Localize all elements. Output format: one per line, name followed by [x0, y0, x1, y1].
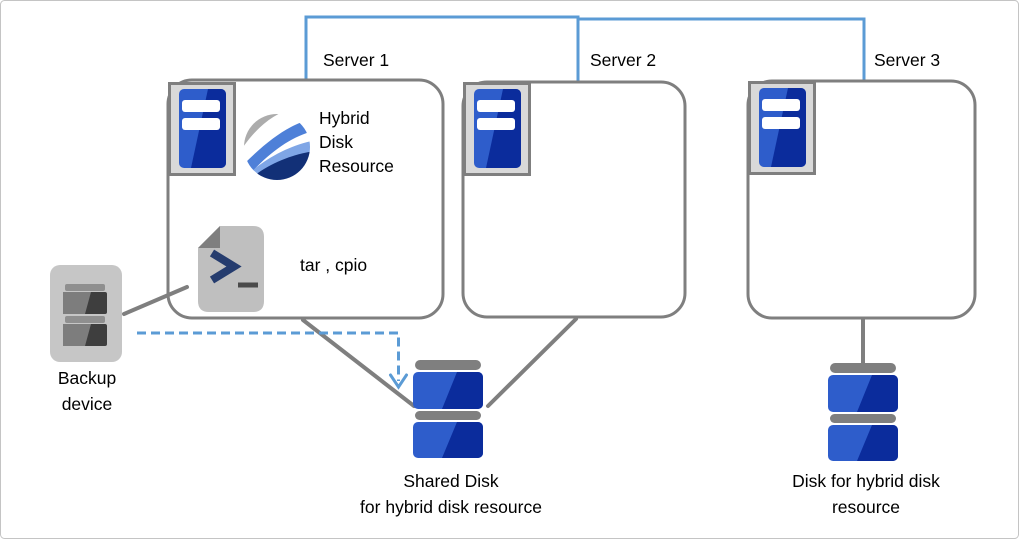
server3-tower-icon — [750, 83, 815, 174]
hybrid-disk-label-line2: resource — [832, 497, 900, 517]
tar-cpio-label: tar , cpio — [300, 255, 367, 275]
hybrid-resource-label-line1: Hybrid — [319, 108, 370, 128]
server1-tower-icon — [170, 84, 235, 175]
backup-bay-shade — [63, 324, 91, 346]
server1-label: Server 1 — [323, 50, 389, 70]
sphere-wave-light — [244, 141, 310, 180]
backup-device-icon — [50, 265, 122, 362]
hybrid-resource-label-line3: Resource — [319, 156, 394, 176]
backup-strip — [65, 284, 105, 291]
sphere-wave-mid — [244, 119, 310, 174]
backup-dashed-arrow — [137, 331, 400, 381]
hybrid-disk-label-line1: Disk for hybrid disk — [792, 471, 940, 491]
server2-label: Server 2 — [590, 50, 656, 70]
backup-to-server1-line — [122, 285, 189, 316]
shared-disk-icon — [413, 360, 483, 458]
server3-label: Server 3 — [874, 50, 940, 70]
interconnect-line-server1-server2 — [304, 15, 580, 82]
backup-device-label-line1: Backup — [58, 368, 116, 388]
shared-disk-label-line2: for hybrid disk resource — [360, 497, 542, 517]
file-fold — [198, 226, 220, 248]
hybrid-disk-icon — [828, 363, 898, 461]
server2-tower-icon — [465, 84, 530, 175]
shared-disk-label-line1: Shared Disk — [403, 471, 499, 491]
file-prompt-glyph — [209, 249, 242, 284]
backup-bay-shade — [63, 292, 91, 314]
backup-strip — [65, 316, 105, 323]
script-file-icon — [198, 226, 264, 312]
backup-dashed-arrowhead-icon — [389, 373, 408, 390]
hybrid-resource-label-line2: Disk — [319, 132, 353, 152]
server2-to-shared-disk-line — [486, 317, 578, 408]
interconnect-line-server2-server3 — [578, 17, 866, 81]
backup-device-label-line2: device — [62, 394, 113, 414]
